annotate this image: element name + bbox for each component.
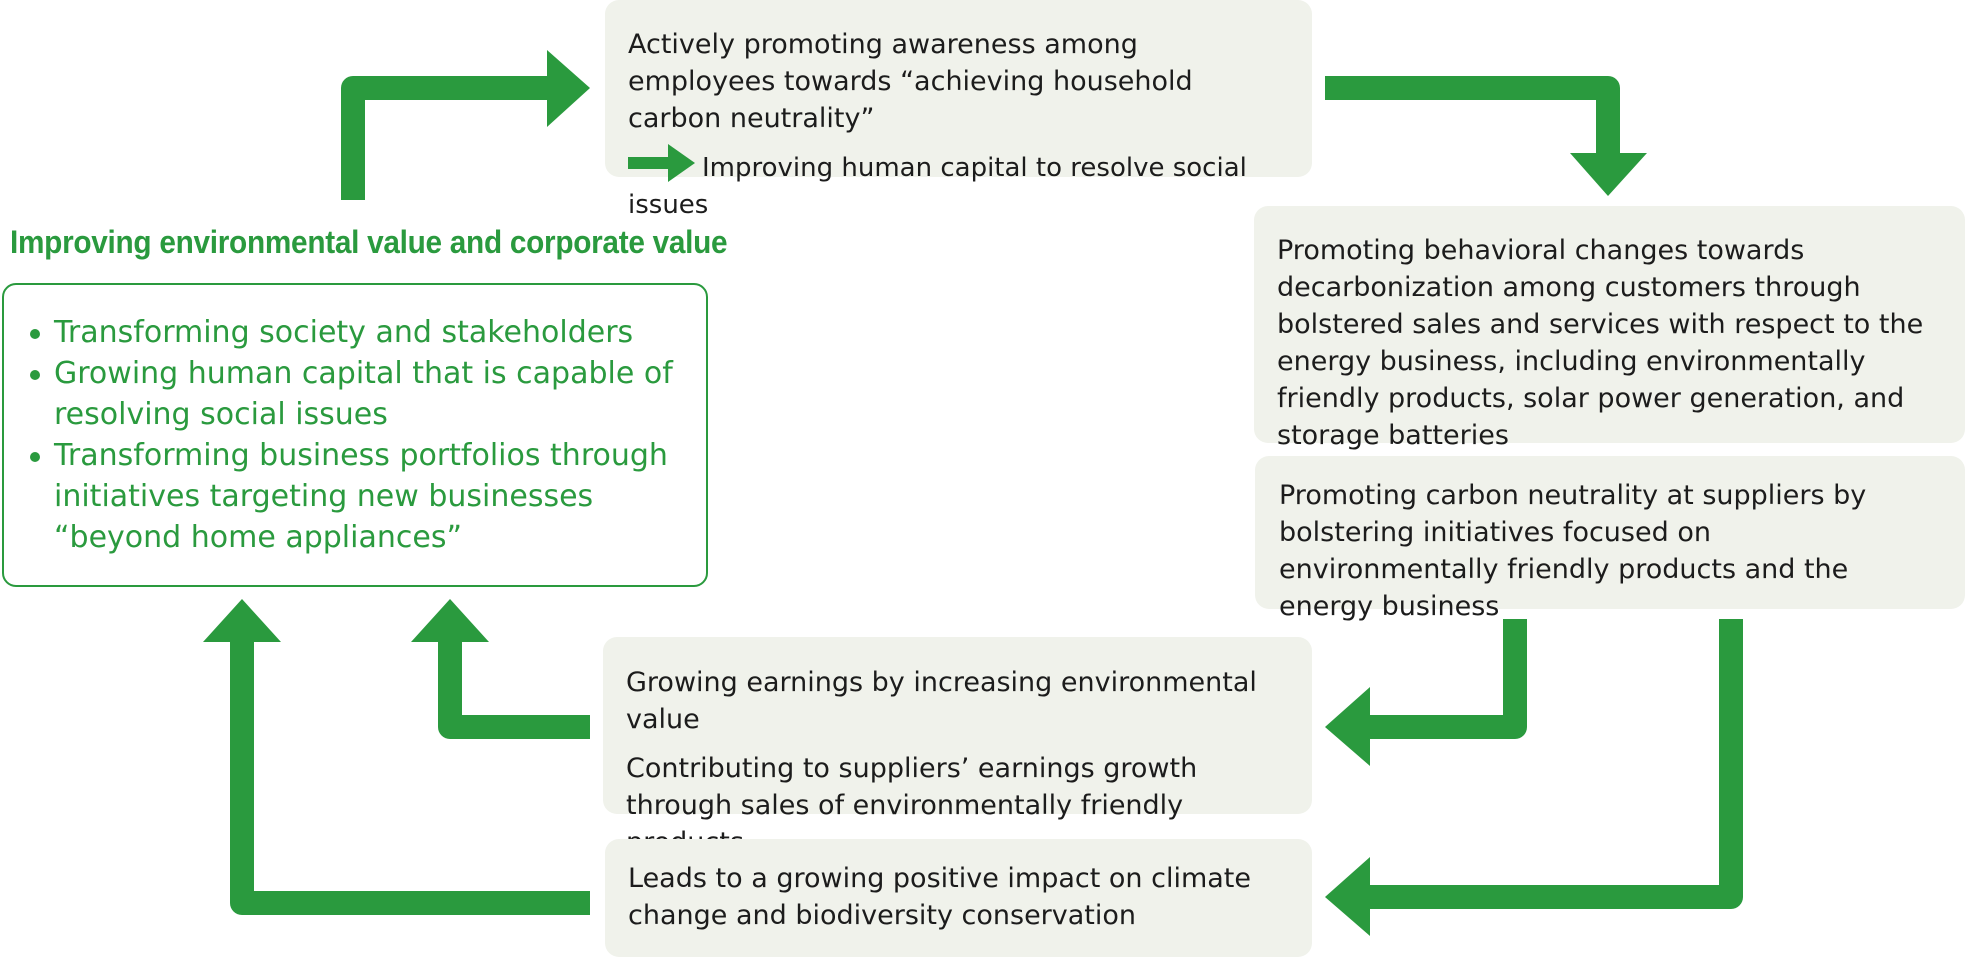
customers-box: Promoting behavioral changes towards dec… [1254, 206, 1965, 451]
suppliers-text: Promoting carbon neutrality at suppliers… [1279, 480, 1867, 622]
earnings-line1: Growing earnings by increasing environme… [626, 667, 1257, 735]
arrowhead-up [411, 599, 489, 642]
arrow-employees-to-customers [1325, 76, 1620, 158]
arrow-suppliers-to-earnings [1368, 619, 1527, 739]
customers-text: Promoting behavioral changes towards dec… [1277, 235, 1924, 451]
impact-box: Leads to a growing positive impact on cl… [605, 839, 1312, 957]
arrowhead-left [1325, 687, 1370, 766]
employees-subline: Improving human capital to resolve socia… [628, 143, 1312, 224]
arrow-earnings-to-value [438, 640, 590, 739]
employees-subtext: Improving human capital to resolve socia… [628, 153, 1247, 220]
value-item: Growing human capital that is capable of… [28, 353, 686, 435]
value-box: Transforming society and stakeholders Gr… [2, 283, 708, 587]
arrowhead-left [1325, 857, 1370, 936]
arrowhead-up [203, 599, 281, 642]
impact-text: Leads to a growing positive impact on cl… [628, 863, 1252, 931]
arrow-impact-to-value [230, 640, 590, 915]
earnings-line2: Contributing to suppliers’ earnings grow… [626, 753, 1198, 858]
arrowhead-right [547, 50, 590, 127]
employees-box: Actively promoting awareness among emplo… [605, 0, 1312, 220]
value-item: Transforming society and stakeholders [28, 312, 686, 353]
arrow-value-to-employees [341, 76, 550, 200]
right-arrow-icon [628, 144, 695, 182]
value-list: Transforming society and stakeholders Gr… [28, 312, 686, 558]
arrowhead-down [1570, 153, 1647, 196]
value-item: Transforming business portfolios through… [28, 435, 686, 558]
diagram-heading: Improving environmental value and corpor… [10, 224, 728, 260]
employees-text: Actively promoting awareness among emplo… [628, 29, 1193, 134]
suppliers-box: Promoting carbon neutrality at suppliers… [1255, 456, 1965, 622]
earnings-box: Growing earnings by increasing environme… [603, 637, 1312, 858]
arrow-suppliers-to-impact [1368, 619, 1743, 909]
